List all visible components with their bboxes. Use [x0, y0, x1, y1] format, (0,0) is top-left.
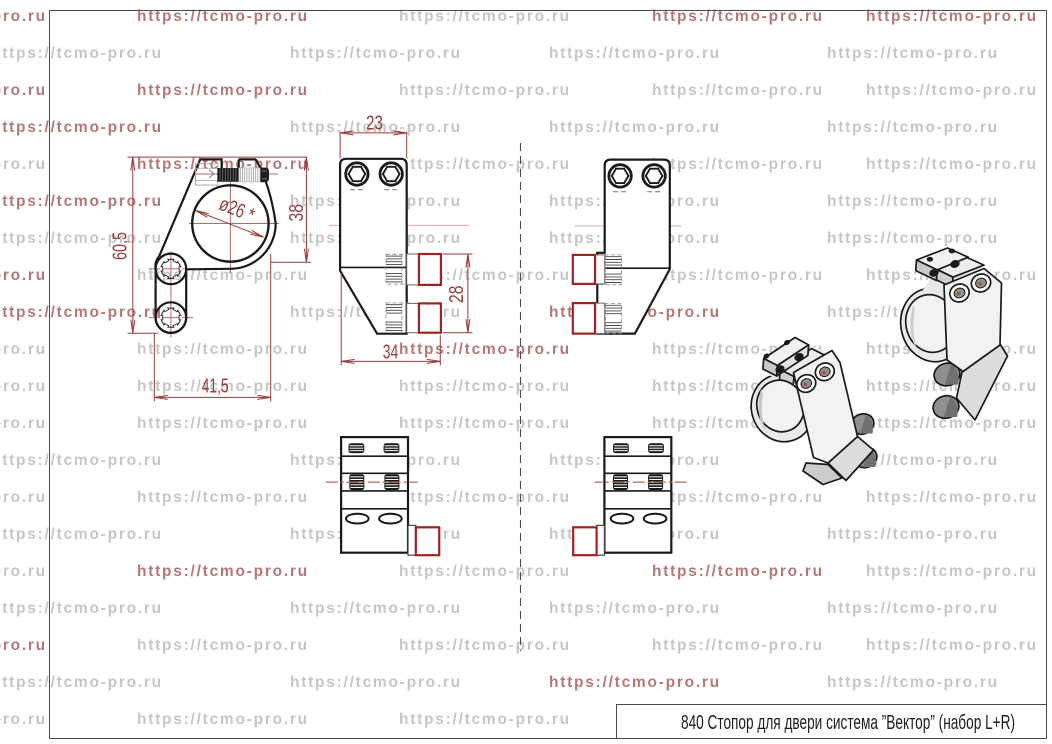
svg-text:https://tcmo-pro.ru: https://tcmo-pro.ru: [399, 415, 571, 432]
svg-text:https://tcmo-pro.ru: https://tcmo-pro.ru: [137, 341, 309, 358]
svg-text:https://tcmo-pro.ru: https://tcmo-pro.ru: [866, 415, 1038, 432]
svg-text:https://tcmo-pro.ru: https://tcmo-pro.ru: [399, 637, 571, 654]
svg-text:https://tcmo-pro.ru: https://tcmo-pro.ru: [0, 526, 163, 543]
svg-text:https://tcmo-pro.ru: https://tcmo-pro.ru: [866, 156, 1038, 173]
svg-text:https://tcmo-pro.ru: https://tcmo-pro.ru: [652, 156, 824, 173]
svg-text:https://tcmo-pro.ru: https://tcmo-pro.ru: [137, 82, 309, 99]
svg-text:https://tcmo-pro.ru: https://tcmo-pro.ru: [652, 82, 824, 99]
svg-text:https://tcmo-pro.ru: https://tcmo-pro.ru: [0, 415, 47, 432]
svg-text:https://tcmo-pro.ru: https://tcmo-pro.ru: [549, 119, 721, 136]
svg-text:https://tcmo-pro.ru: https://tcmo-pro.ru: [290, 119, 462, 136]
svg-text:https://tcmo-pro.ru: https://tcmo-pro.ru: [399, 489, 571, 506]
svg-text:https://tcmo-pro.ru: https://tcmo-pro.ru: [0, 637, 47, 654]
svg-text:https://tcmo-pro.ru: https://tcmo-pro.ru: [866, 637, 1038, 654]
svg-text:34: 34: [383, 342, 399, 364]
svg-text:https://tcmo-pro.ru: https://tcmo-pro.ru: [0, 156, 47, 173]
svg-text:https://tcmo-pro.ru: https://tcmo-pro.ru: [399, 563, 571, 580]
svg-text:https://tcmo-pro.ru: https://tcmo-pro.ru: [827, 230, 999, 247]
svg-text:https://tcmo-pro.ru: https://tcmo-pro.ru: [827, 45, 999, 62]
svg-text:https://tcmo-pro.ru: https://tcmo-pro.ru: [137, 711, 309, 728]
svg-text:https://tcmo-pro.ru: https://tcmo-pro.ru: [137, 637, 309, 654]
svg-text:https://tcmo-pro.ru: https://tcmo-pro.ru: [827, 600, 999, 617]
svg-text:https://tcmo-pro.ru: https://tcmo-pro.ru: [549, 600, 721, 617]
svg-text:https://tcmo-pro.ru: https://tcmo-pro.ru: [549, 45, 721, 62]
svg-text:https://tcmo-pro.ru: https://tcmo-pro.ru: [0, 8, 47, 25]
svg-text:https://tcmo-pro.ru: https://tcmo-pro.ru: [866, 563, 1038, 580]
svg-text:60,5: 60,5: [110, 232, 132, 260]
svg-text:41,5: 41,5: [202, 376, 229, 398]
svg-text:https://tcmo-pro.ru: https://tcmo-pro.ru: [652, 637, 824, 654]
svg-text:https://tcmo-pro.ru: https://tcmo-pro.ru: [137, 489, 309, 506]
svg-text:https://tcmo-pro.ru: https://tcmo-pro.ru: [0, 193, 163, 210]
svg-text:https://tcmo-pro.ru: https://tcmo-pro.ru: [0, 378, 47, 395]
svg-text:https://tcmo-pro.ru: https://tcmo-pro.ru: [399, 156, 571, 173]
svg-text:https://tcmo-pro.ru: https://tcmo-pro.ru: [0, 563, 47, 580]
svg-text:https://tcmo-pro.ru: https://tcmo-pro.ru: [827, 674, 999, 691]
svg-text:https://tcmo-pro.ru: https://tcmo-pro.ru: [0, 600, 163, 617]
svg-text:https://tcmo-pro.ru: https://tcmo-pro.ru: [290, 600, 462, 617]
svg-text:https://tcmo-pro.ru: https://tcmo-pro.ru: [399, 711, 571, 728]
svg-text:https://tcmo-pro.ru: https://tcmo-pro.ru: [0, 452, 163, 469]
svg-text:https://tcmo-pro.ru: https://tcmo-pro.ru: [0, 674, 163, 691]
svg-text:28: 28: [446, 285, 468, 303]
svg-text:https://tcmo-pro.ru: https://tcmo-pro.ru: [0, 489, 47, 506]
svg-text:https://tcmo-pro.ru: https://tcmo-pro.ru: [137, 415, 309, 432]
svg-text:https://tcmo-pro.ru: https://tcmo-pro.ru: [827, 119, 999, 136]
svg-text:https://tcmo-pro.ru: https://tcmo-pro.ru: [866, 489, 1038, 506]
svg-text:https://tcmo-pro.ru: https://tcmo-pro.ru: [866, 82, 1038, 99]
svg-text:https://tcmo-pro.ru: https://tcmo-pro.ru: [399, 82, 571, 99]
svg-text:https://tcmo-pro.ru: https://tcmo-pro.ru: [137, 563, 309, 580]
svg-text:https://tcmo-pro.ru: https://tcmo-pro.ru: [399, 341, 571, 358]
svg-text:https://tcmo-pro.ru: https://tcmo-pro.ru: [290, 674, 462, 691]
svg-text:https://tcmo-pro.ru: https://tcmo-pro.ru: [0, 341, 47, 358]
svg-text:https://tcmo-pro.ru: https://tcmo-pro.ru: [290, 45, 462, 62]
svg-text:https://tcmo-pro.ru: https://tcmo-pro.ru: [0, 267, 47, 284]
svg-text:https://tcmo-pro.ru: https://tcmo-pro.ru: [0, 82, 47, 99]
svg-text:https://tcmo-pro.ru: https://tcmo-pro.ru: [0, 304, 163, 321]
svg-text:https://tcmo-pro.ru: https://tcmo-pro.ru: [652, 563, 824, 580]
svg-text:https://tcmo-pro.ru: https://tcmo-pro.ru: [0, 711, 47, 728]
svg-text:https://tcmo-pro.ru: https://tcmo-pro.ru: [0, 119, 163, 136]
svg-text:23: 23: [366, 112, 383, 134]
svg-text:https://tcmo-pro.ru: https://tcmo-pro.ru: [827, 526, 999, 543]
svg-text:https://tcmo-pro.ru: https://tcmo-pro.ru: [399, 378, 571, 395]
svg-text:38: 38: [286, 204, 308, 222]
svg-text:https://tcmo-pro.ru: https://tcmo-pro.ru: [0, 230, 163, 247]
svg-text:https://tcmo-pro.ru: https://tcmo-pro.ru: [0, 45, 163, 62]
svg-text:https://tcmo-pro.ru: https://tcmo-pro.ru: [866, 8, 1038, 25]
svg-text:https://tcmo-pro.ru: https://tcmo-pro.ru: [137, 8, 309, 25]
svg-text:https://tcmo-pro.ru: https://tcmo-pro.ru: [549, 674, 721, 691]
svg-text:https://tcmo-pro.ru: https://tcmo-pro.ru: [827, 193, 999, 210]
svg-text:840 Стопор для двери система ”: 840 Стопор для двери система ”Вектор” (н…: [681, 711, 1015, 734]
svg-text:https://tcmo-pro.ru: https://tcmo-pro.ru: [399, 8, 571, 25]
svg-text:https://tcmo-pro.ru: https://tcmo-pro.ru: [652, 267, 824, 284]
svg-text:https://tcmo-pro.ru: https://tcmo-pro.ru: [137, 378, 309, 395]
svg-text:https://tcmo-pro.ru: https://tcmo-pro.ru: [652, 8, 824, 25]
svg-text:https://tcmo-pro.ru: https://tcmo-pro.ru: [652, 489, 824, 506]
